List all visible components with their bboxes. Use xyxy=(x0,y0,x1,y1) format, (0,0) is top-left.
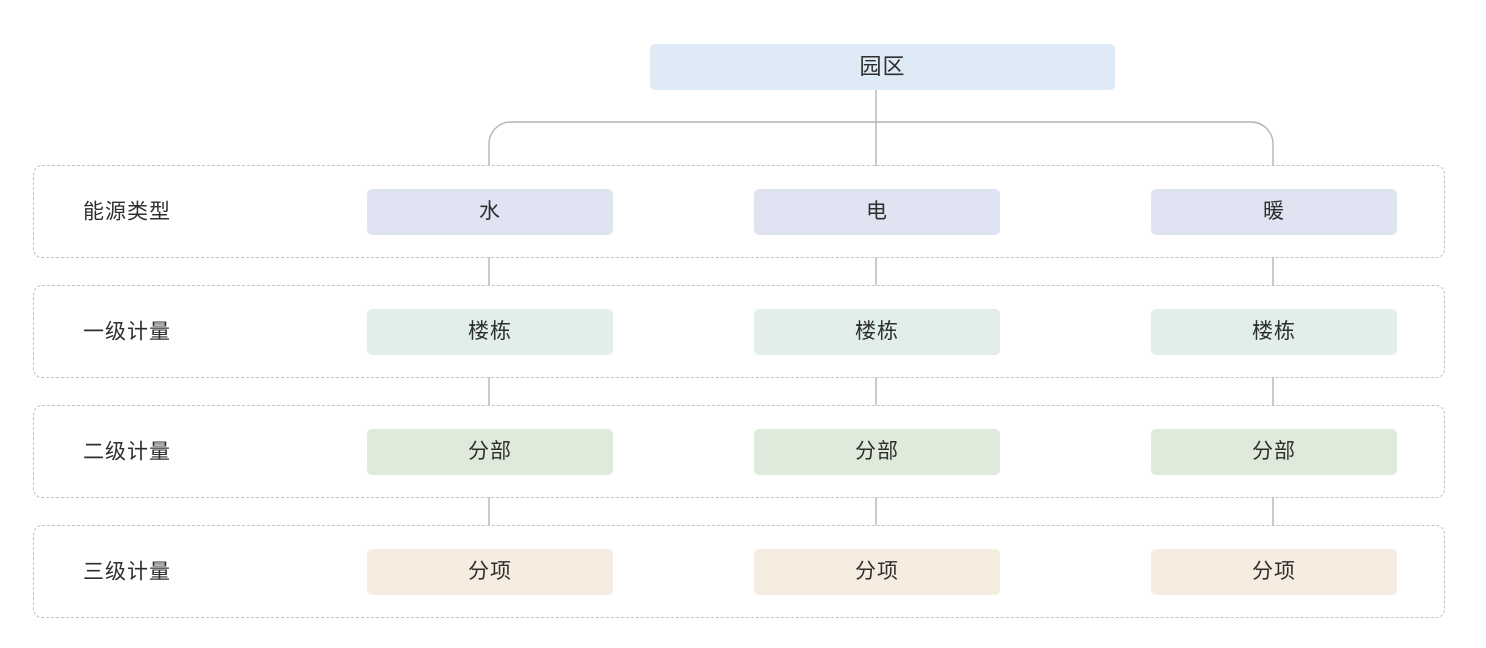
node-building-electricity[interactable]: 楼栋 xyxy=(754,308,1000,355)
tier-label-energy-type: 能源类型 xyxy=(83,200,171,223)
node-building-water[interactable]: 楼栋 xyxy=(367,308,613,355)
node-label: 电 xyxy=(866,200,888,223)
node-label: 分项 xyxy=(855,560,899,583)
node-label: 分部 xyxy=(1252,440,1296,463)
tier-row-energy-type: 能源类型 水 电 暖 xyxy=(33,165,1445,258)
root-node-label: 园区 xyxy=(859,54,906,79)
node-energy-electricity[interactable]: 电 xyxy=(754,188,1000,235)
node-label: 分部 xyxy=(855,440,899,463)
tier-row-level-1-metering: 一级计量 楼栋 楼栋 楼栋 xyxy=(33,285,1445,378)
node-energy-heating[interactable]: 暖 xyxy=(1151,188,1397,235)
tier-row-level-3-metering: 三级计量 分项 分项 分项 xyxy=(33,525,1445,618)
node-department-heating[interactable]: 分部 xyxy=(1151,428,1397,475)
node-label: 楼栋 xyxy=(1252,320,1296,343)
node-energy-water[interactable]: 水 xyxy=(367,188,613,235)
node-label: 楼栋 xyxy=(468,320,512,343)
node-label: 分项 xyxy=(468,560,512,583)
connector-root-bus xyxy=(488,121,1274,166)
root-node-park[interactable]: 园区 xyxy=(650,44,1115,90)
node-building-heating[interactable]: 楼栋 xyxy=(1151,308,1397,355)
node-department-water[interactable]: 分部 xyxy=(367,428,613,475)
tier-label-level-1-metering: 一级计量 xyxy=(83,320,171,343)
node-label: 分部 xyxy=(468,440,512,463)
node-subitem-water[interactable]: 分项 xyxy=(367,548,613,595)
node-department-electricity[interactable]: 分部 xyxy=(754,428,1000,475)
node-subitem-heating[interactable]: 分项 xyxy=(1151,548,1397,595)
tier-label-level-3-metering: 三级计量 xyxy=(83,560,171,583)
tier-label-level-2-metering: 二级计量 xyxy=(83,440,171,463)
node-label: 分项 xyxy=(1252,560,1296,583)
node-subitem-electricity[interactable]: 分项 xyxy=(754,548,1000,595)
tier-row-level-2-metering: 二级计量 分部 分部 分部 xyxy=(33,405,1445,498)
node-label: 水 xyxy=(479,200,501,223)
node-label: 楼栋 xyxy=(855,320,899,343)
node-label: 暖 xyxy=(1263,200,1285,223)
